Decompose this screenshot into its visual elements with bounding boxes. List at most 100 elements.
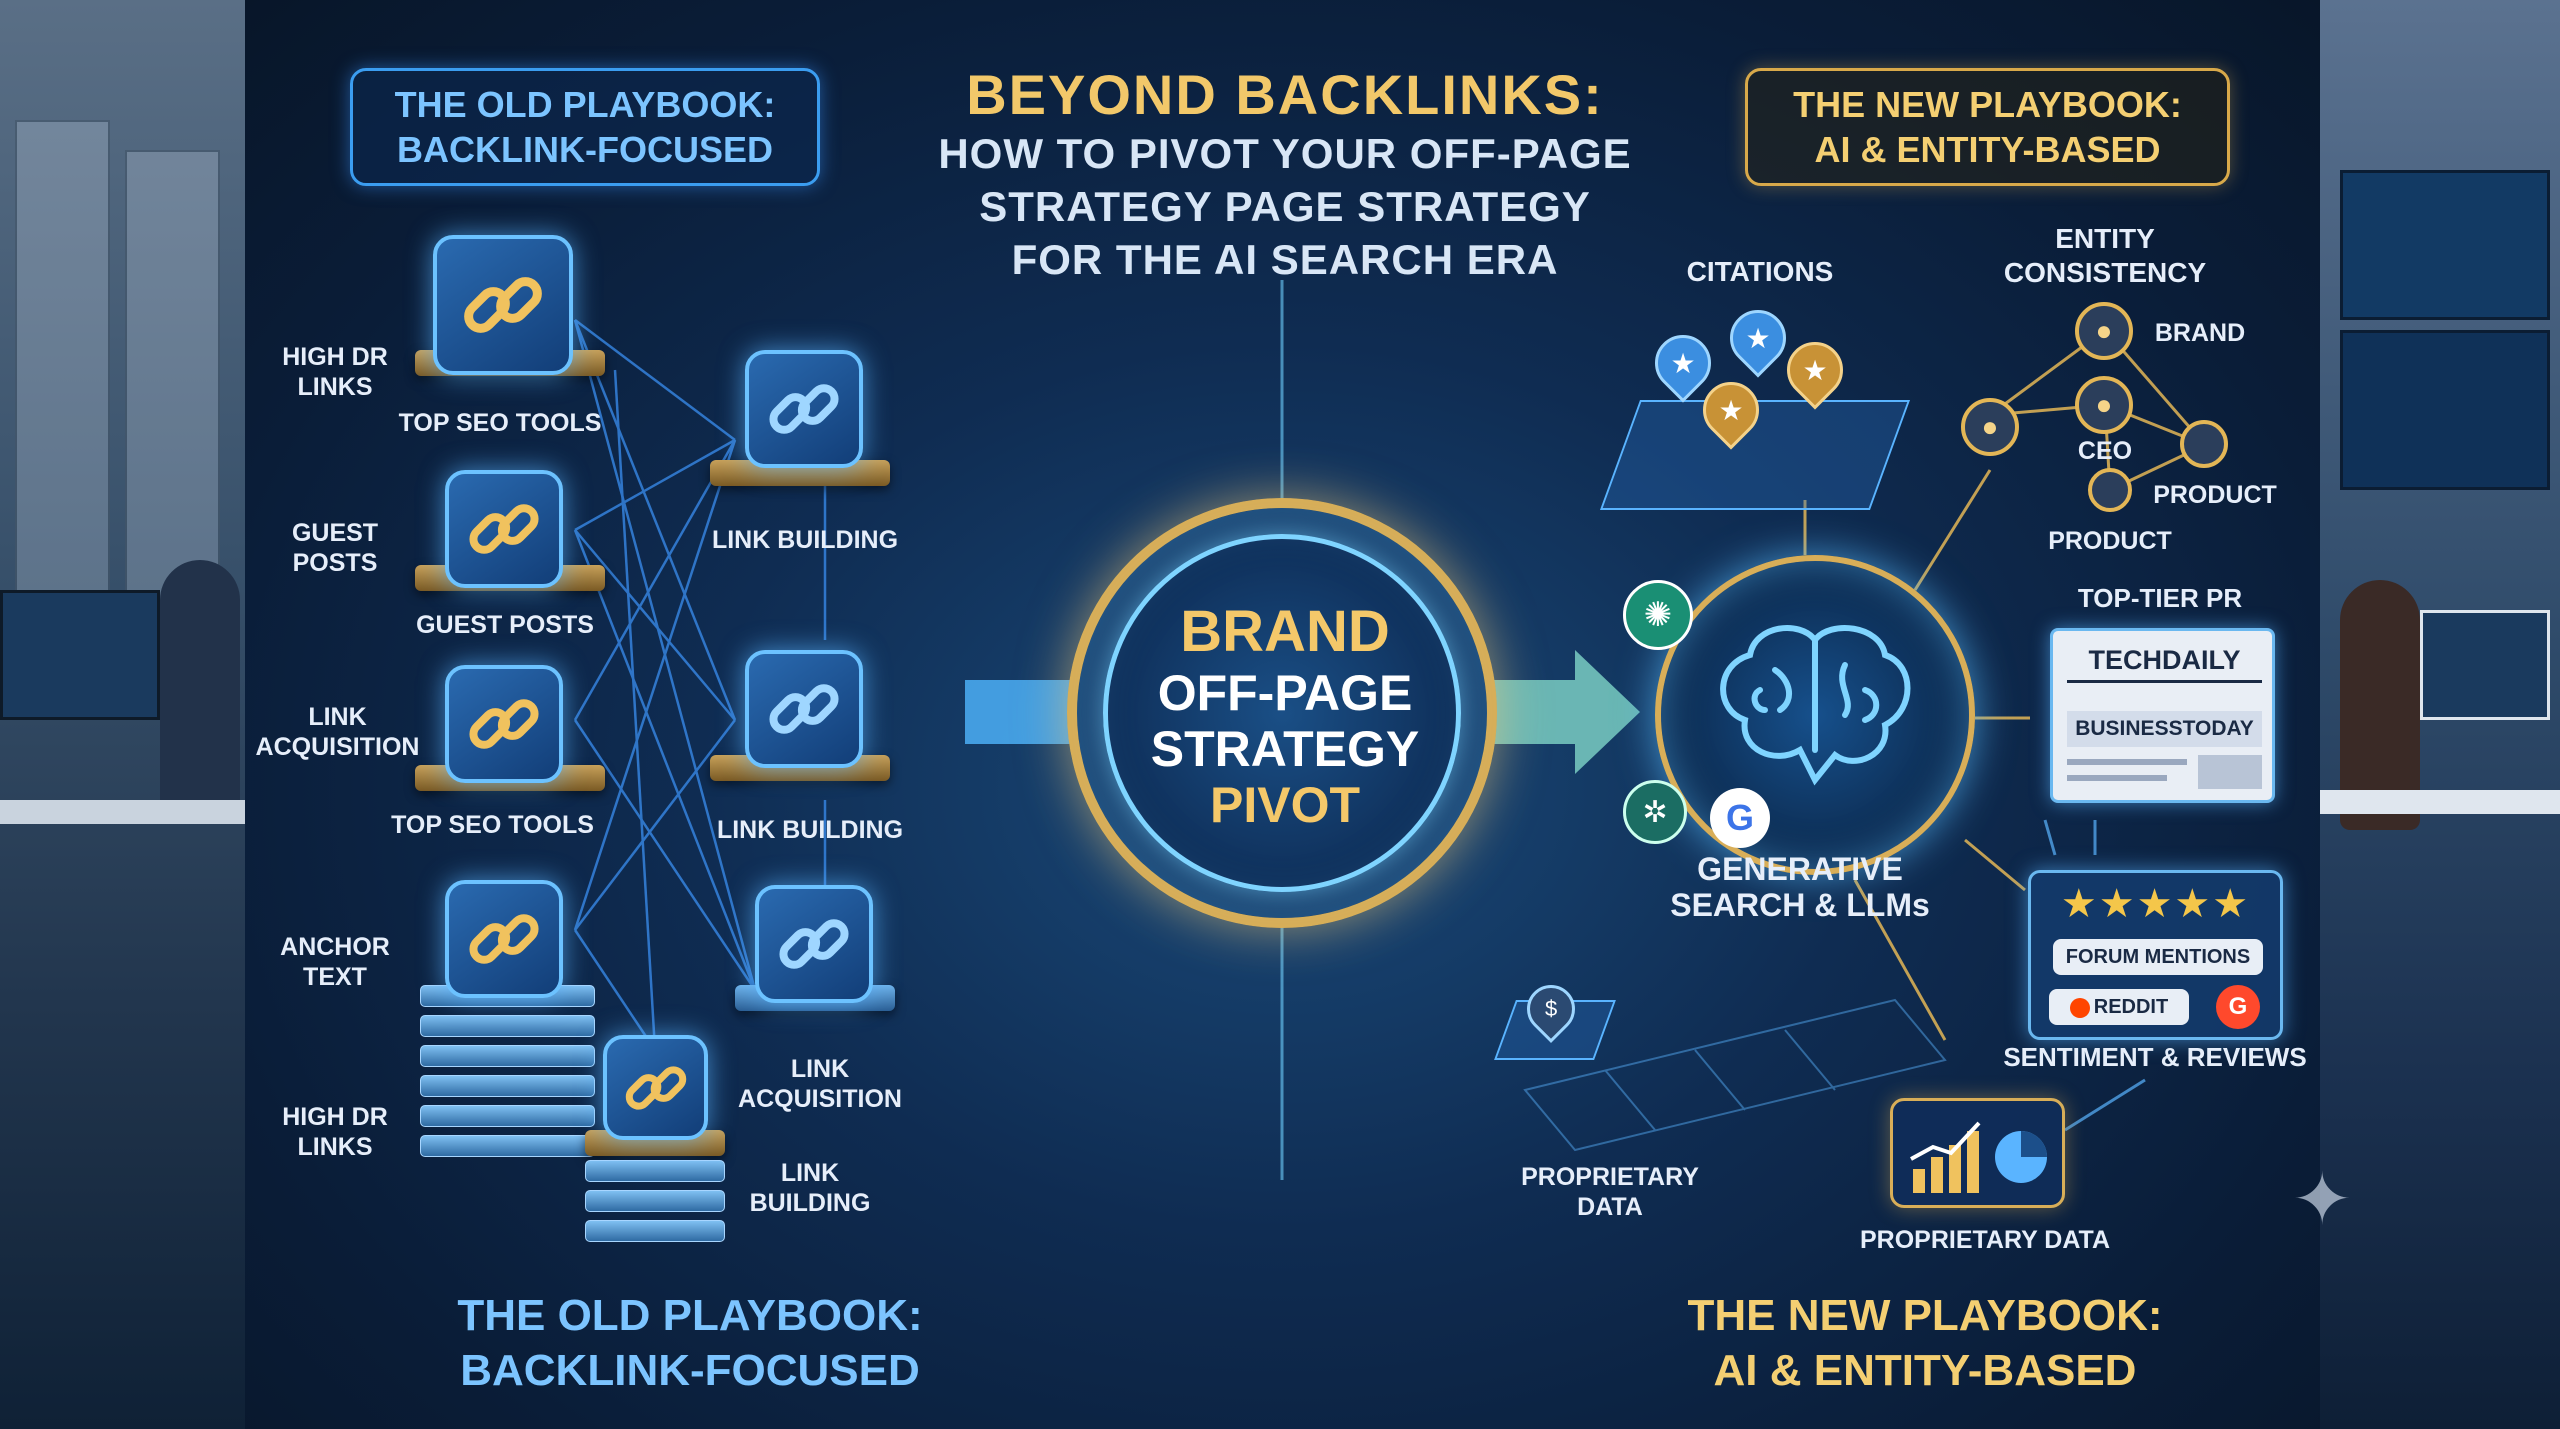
infographic-panel: BEYOND BACKLINKS: HOW TO PIVOT YOUR OFF-… (245, 0, 2320, 1429)
reddit-pill: REDDIT (2049, 989, 2189, 1025)
link-tile (445, 880, 563, 998)
link-tile (445, 665, 563, 783)
label-entity-consistency: ENTITY CONSISTENCY (2003, 223, 2207, 288)
data-chart-card (1890, 1098, 2065, 1208)
user-icon: ● (2075, 302, 2133, 360)
text-line (2067, 775, 2167, 781)
new-playbook-footer: THE NEW PLAYBOOK: AI & ENTITY-BASED (1575, 1288, 2275, 1398)
pivot-line-1: BRAND (1180, 599, 1390, 664)
product-node (2180, 420, 2228, 468)
label-brand: BRAND (2154, 319, 2246, 347)
pivot-text: BRAND OFF-PAGE STRATEGY PIVOT (1095, 599, 1475, 833)
label-top-seo-tools: TOP SEO TOOLS (398, 409, 602, 437)
reddit-label: REDDIT (2093, 996, 2169, 1018)
stack-layer (420, 1105, 595, 1127)
g2-logo-icon: G (2216, 985, 2260, 1029)
stack-layer (420, 1045, 595, 1067)
label-generative-search: GENERATIVE SEARCH & LLMs (1670, 851, 1930, 923)
stack-layer (585, 1160, 725, 1182)
office-background-left (0, 0, 245, 1429)
star-icon: ★ (1745, 322, 1771, 354)
link-icon (769, 684, 839, 734)
news-title-2: BUSINESSTODAY (2067, 711, 2262, 747)
google-logo-icon: G (1710, 788, 1770, 848)
window (15, 120, 110, 640)
link-tile (755, 885, 873, 1003)
old-badge-line-1: THE OLD PLAYBOOK: (394, 84, 776, 125)
label-ceo: CEO (2077, 437, 2133, 465)
label-top-seo-tools: TOP SEO TOOLS (391, 811, 594, 839)
stack-layer (585, 1220, 725, 1242)
product-node (2088, 468, 2132, 512)
old-footer-line-2: BACKLINK-FOCUSED (460, 1346, 920, 1395)
openai-logo-icon: ✺ (1623, 580, 1693, 650)
user-icon: ● (2075, 376, 2133, 434)
pivot-line-4: PIVOT (1209, 776, 1361, 833)
old-playbook-footer: THE OLD PLAYBOOK: BACKLINK-FOCUSED (340, 1288, 1040, 1398)
page-subtitle-line-2: STRATEGY PAGE STRATEGY (979, 183, 1591, 230)
label-link-building: LINK BUILDING (716, 816, 904, 844)
pivot-line-2: OFF-PAGE (1157, 664, 1413, 721)
pivot-line-3: STRATEGY (1150, 720, 1420, 777)
new-footer-line-2: AI & ENTITY-BASED (1713, 1346, 2137, 1395)
news-card: TECHDAILY BUSINESSTODAY (2050, 628, 2275, 803)
label-anchor-text: ANCHOR TEXT (280, 933, 390, 991)
label-link-building: LINK BUILDING (711, 526, 899, 554)
desk (2320, 790, 2560, 814)
brain-icon (1720, 625, 1911, 786)
label-link-acquisition: LINK ACQUISITION (738, 1055, 902, 1113)
arrow-right (1490, 650, 1640, 774)
text-line (2067, 759, 2187, 765)
label-guest-posts: GUEST POSTS (291, 519, 379, 577)
stack-layer (420, 1135, 595, 1157)
label-product: PRODUCT (2153, 481, 2277, 509)
reviews-card: ★★★★★ FORUM MENTIONS REDDIT G (2028, 870, 2283, 1040)
link-tile (745, 350, 863, 468)
page-title: BEYOND BACKLINKS: (966, 63, 1604, 126)
link-icon (469, 914, 539, 964)
label-proprietary-data: PROPRIETARY DATA (1521, 1163, 1699, 1221)
label-top-tier-pr: TOP-TIER PR (2077, 583, 2243, 613)
sparkle-icon: ✦ (2292, 1160, 2353, 1240)
link-tile (445, 470, 563, 588)
link-tile (433, 235, 573, 375)
star-icon: ★ (1718, 394, 1744, 426)
label-high-dr-links: HIGH DR LINKS (282, 1103, 388, 1161)
ai-logo-icon: ✲ (1623, 780, 1687, 844)
forum-mentions-pill: FORUM MENTIONS (2053, 939, 2263, 975)
stack-layer (585, 1190, 725, 1212)
star-icon: ★ (1802, 354, 1828, 386)
label-citations: CITATIONS (1686, 256, 1834, 287)
link-tile (603, 1035, 708, 1140)
monitor (2420, 610, 2550, 720)
new-footer-line-1: THE NEW PLAYBOOK: (1687, 1291, 2163, 1340)
link-tile (745, 650, 863, 768)
pivot-inner-ring (1103, 534, 1461, 892)
star-icon: ★ (1670, 347, 1696, 379)
old-footer-line-1: THE OLD PLAYBOOK: (457, 1291, 923, 1340)
label-guest-posts: GUEST POSTS (416, 611, 594, 639)
link-icon (464, 277, 542, 333)
link-icon (779, 919, 849, 969)
page-subtitle-line-1: HOW TO PIVOT YOUR OFF-PAGE (938, 130, 1632, 177)
link-icon (469, 504, 539, 554)
news-image (2198, 755, 2262, 789)
office-background-right (2320, 0, 2560, 1429)
bar-chart-icon (1910, 1121, 2047, 1193)
label-high-dr-links: HIGH DR LINKS (282, 343, 388, 401)
label-proprietary-data: PROPRIETARY DATA (1859, 1226, 2110, 1254)
old-playbook-badge: THE OLD PLAYBOOK: BACKLINK-FOCUSED (350, 68, 820, 186)
dashboard-screen (2340, 170, 2550, 320)
link-icon (625, 1065, 686, 1110)
new-playbook-badge: THE NEW PLAYBOOK: AI & ENTITY-BASED (1745, 68, 2230, 186)
label-link-building: LINK BUILDING (749, 1159, 871, 1217)
stack-layer (420, 1015, 595, 1037)
user-icon: ● (1961, 398, 2019, 456)
label-sentiment-reviews: SENTIMENT & REVIEWS (2003, 1042, 2307, 1072)
reddit-icon (2069, 997, 2090, 1018)
old-badge-line-2: BACKLINK-FOCUSED (397, 129, 773, 170)
stack-layer (420, 1075, 595, 1097)
link-icon (769, 384, 839, 434)
new-badge-line-1: THE NEW PLAYBOOK: (1793, 84, 2182, 125)
person-silhouette (2340, 580, 2420, 830)
